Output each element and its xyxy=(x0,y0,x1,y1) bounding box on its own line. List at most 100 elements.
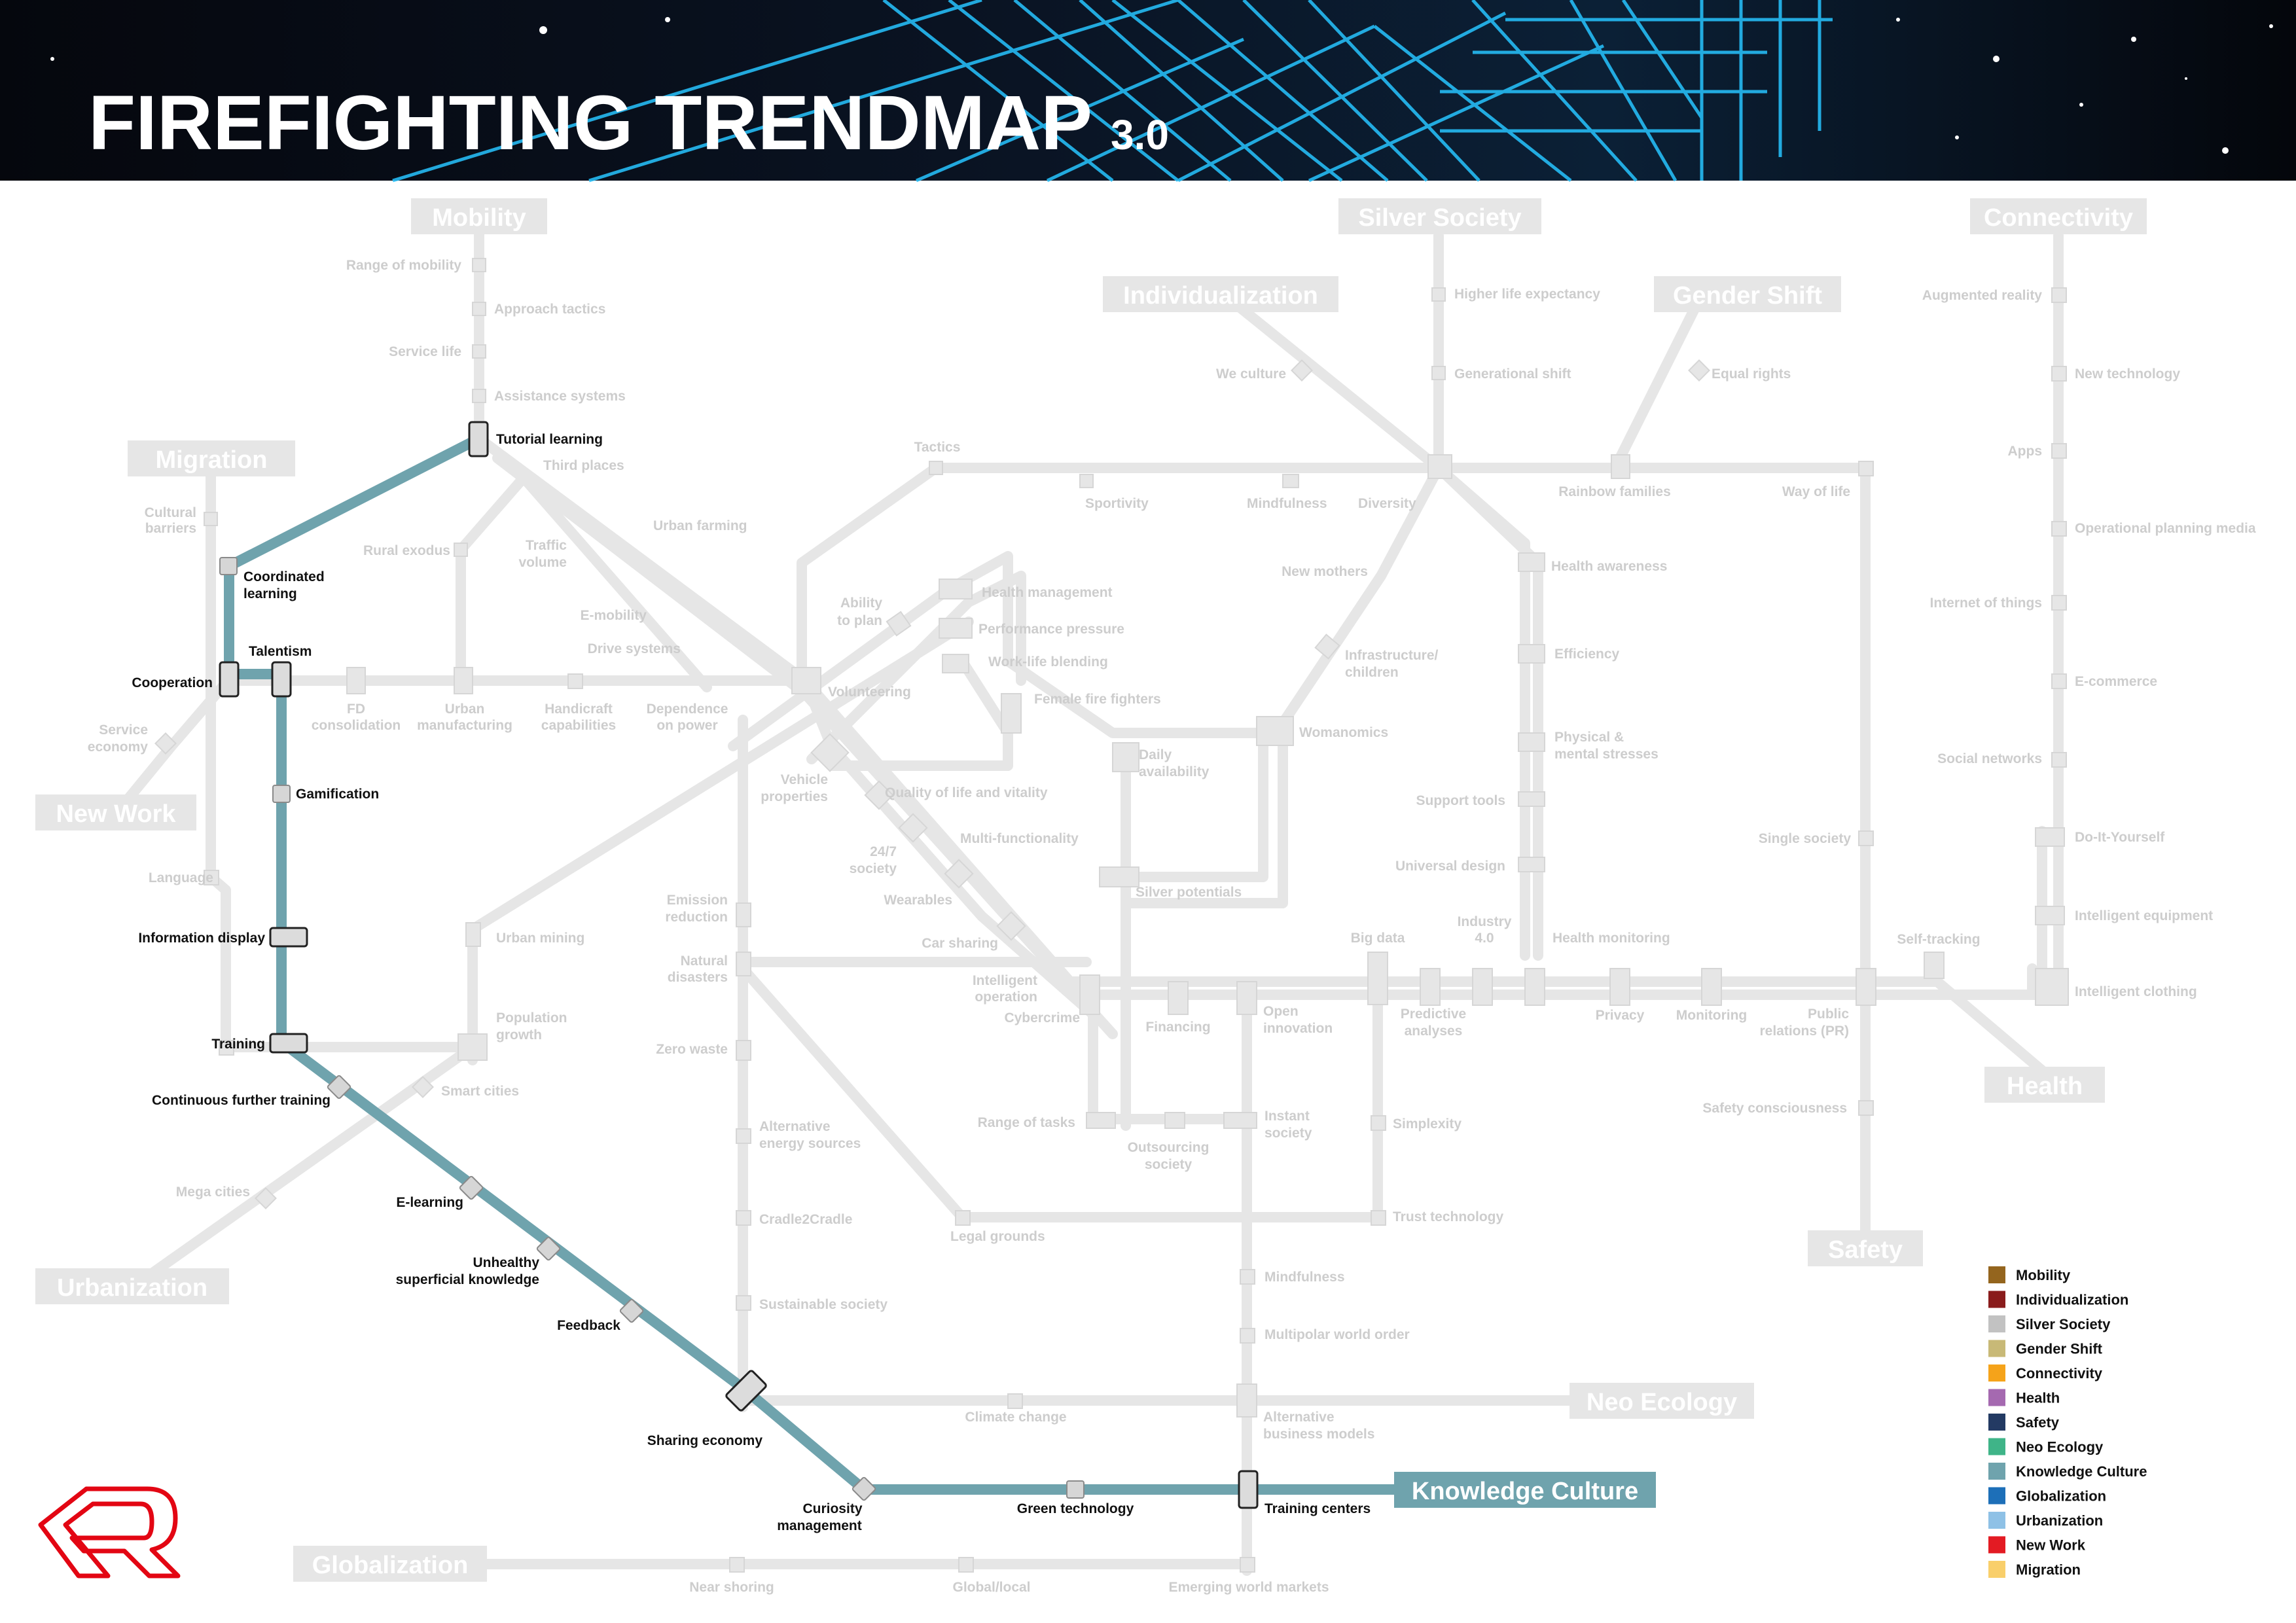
station-marker[interactable] xyxy=(1472,968,1493,1006)
station-marker[interactable] xyxy=(465,922,481,947)
station-marker[interactable] xyxy=(1688,359,1710,382)
station-marker[interactable] xyxy=(2051,366,2067,382)
station-continuous-further-training[interactable] xyxy=(327,1075,351,1099)
station-marker[interactable] xyxy=(204,870,219,885)
station-marker[interactable] xyxy=(1001,693,1022,734)
station-marker[interactable] xyxy=(996,911,1026,941)
station-marker[interactable] xyxy=(1079,474,1094,488)
station-marker[interactable] xyxy=(204,512,218,526)
station-marker[interactable] xyxy=(1518,644,1545,664)
terminal-urbanization[interactable]: Urbanization xyxy=(35,1268,229,1304)
terminal-connectivity[interactable]: Connectivity xyxy=(1970,198,2147,234)
station-marker[interactable] xyxy=(1112,742,1139,772)
station-marker[interactable] xyxy=(472,389,486,403)
station-marker[interactable] xyxy=(955,1210,971,1226)
terminal-new-work[interactable]: New Work xyxy=(35,794,196,830)
station-marker[interactable] xyxy=(1168,981,1189,1015)
station-marker[interactable] xyxy=(1858,830,1874,846)
station-marker[interactable] xyxy=(412,1076,434,1098)
station-marker[interactable] xyxy=(219,1040,234,1056)
station-marker[interactable] xyxy=(1314,633,1340,660)
station-marker[interactable] xyxy=(1079,974,1100,1015)
station-marker[interactable] xyxy=(1524,968,1545,1006)
station-marker[interactable] xyxy=(1164,1112,1185,1129)
station-marker[interactable] xyxy=(1371,1115,1386,1131)
station-marker[interactable] xyxy=(1518,552,1545,572)
station-marker[interactable] xyxy=(567,673,583,689)
station-marker[interactable] xyxy=(886,611,912,637)
station-marker[interactable] xyxy=(454,667,473,694)
station-marker[interactable] xyxy=(791,667,821,694)
station-marker[interactable] xyxy=(1609,968,1630,1006)
station-marker[interactable] xyxy=(1427,454,1452,479)
station-marker[interactable] xyxy=(154,732,177,755)
station-marker[interactable] xyxy=(2051,673,2067,689)
station-marker[interactable] xyxy=(1240,1557,1255,1573)
terminal-gender-shift[interactable]: Gender Shift xyxy=(1654,276,1841,312)
terminal-individualization[interactable]: Individualization xyxy=(1103,276,1338,312)
station-marker[interactable] xyxy=(1282,474,1299,488)
station-marker[interactable] xyxy=(1240,1328,1255,1344)
station-marker[interactable] xyxy=(457,1033,488,1061)
station-marker[interactable] xyxy=(1858,461,1874,476)
station-marker[interactable] xyxy=(472,258,486,272)
terminal-neo-ecology[interactable]: Neo Ecology xyxy=(1570,1383,1754,1419)
station-marker[interactable] xyxy=(2035,906,2065,925)
station-marker[interactable] xyxy=(1223,1112,1257,1129)
station-marker[interactable] xyxy=(1518,857,1545,872)
station-marker[interactable] xyxy=(864,780,894,810)
station-marker[interactable] xyxy=(2051,443,2067,459)
station-talentism[interactable] xyxy=(271,661,292,698)
station-marker[interactable] xyxy=(736,902,751,927)
station-marker[interactable] xyxy=(1256,716,1294,746)
station-marker[interactable] xyxy=(472,302,486,316)
terminal-safety[interactable]: Safety xyxy=(1808,1230,1923,1266)
station-marker[interactable] xyxy=(1431,287,1446,302)
station-training[interactable] xyxy=(269,1033,308,1054)
station-marker[interactable] xyxy=(939,618,973,639)
station-marker[interactable] xyxy=(939,579,973,599)
station-unhealthy-superficial-knowledge[interactable] xyxy=(536,1236,561,1261)
station-marker[interactable] xyxy=(2051,287,2067,303)
terminal-globalization[interactable]: Globalization xyxy=(293,1546,487,1582)
station-marker[interactable] xyxy=(736,1210,751,1226)
station-marker[interactable] xyxy=(729,1557,745,1573)
station-marker[interactable] xyxy=(736,1128,751,1144)
station-feedback[interactable] xyxy=(619,1298,644,1323)
station-marker[interactable] xyxy=(1291,359,1313,382)
station-cooperation[interactable] xyxy=(219,661,240,698)
station-marker[interactable] xyxy=(1367,952,1388,1005)
station-marker[interactable] xyxy=(929,461,943,475)
station-marker[interactable] xyxy=(454,543,468,557)
station-marker[interactable] xyxy=(1856,968,1876,1006)
station-curiosity-management[interactable] xyxy=(852,1476,876,1501)
station-marker[interactable] xyxy=(736,1295,751,1311)
station-training-centers[interactable] xyxy=(1238,1470,1259,1509)
station-tutorial-learning[interactable] xyxy=(468,421,489,457)
station-green-technology[interactable] xyxy=(1066,1480,1085,1499)
station-marker[interactable] xyxy=(736,952,751,976)
station-marker[interactable] xyxy=(1518,791,1545,807)
station-marker[interactable] xyxy=(1420,968,1441,1006)
station-marker[interactable] xyxy=(2051,521,2067,537)
station-marker[interactable] xyxy=(1701,968,1722,1006)
station-marker[interactable] xyxy=(2051,595,2067,611)
station-marker[interactable] xyxy=(1099,866,1139,887)
station-coordinated-learning[interactable] xyxy=(219,557,238,575)
station-marker[interactable] xyxy=(1371,1210,1386,1226)
terminal-migration[interactable]: Migration xyxy=(128,440,295,476)
station-marker[interactable] xyxy=(1086,1112,1116,1129)
station-marker[interactable] xyxy=(1240,1269,1255,1285)
station-information-display[interactable] xyxy=(269,927,308,948)
station-marker[interactable] xyxy=(472,344,486,359)
station-marker[interactable] xyxy=(1611,454,1630,479)
station-marker[interactable] xyxy=(346,667,366,694)
station-marker[interactable] xyxy=(958,1557,974,1573)
station-marker[interactable] xyxy=(2035,827,2065,847)
station-marker[interactable] xyxy=(1236,981,1257,1015)
station-gamification[interactable] xyxy=(272,785,291,803)
terminal-silver-society[interactable]: Silver Society xyxy=(1338,198,1541,234)
station-marker[interactable] xyxy=(255,1187,277,1209)
terminal-health[interactable]: Health xyxy=(1984,1067,2105,1103)
station-marker[interactable] xyxy=(1518,732,1545,752)
